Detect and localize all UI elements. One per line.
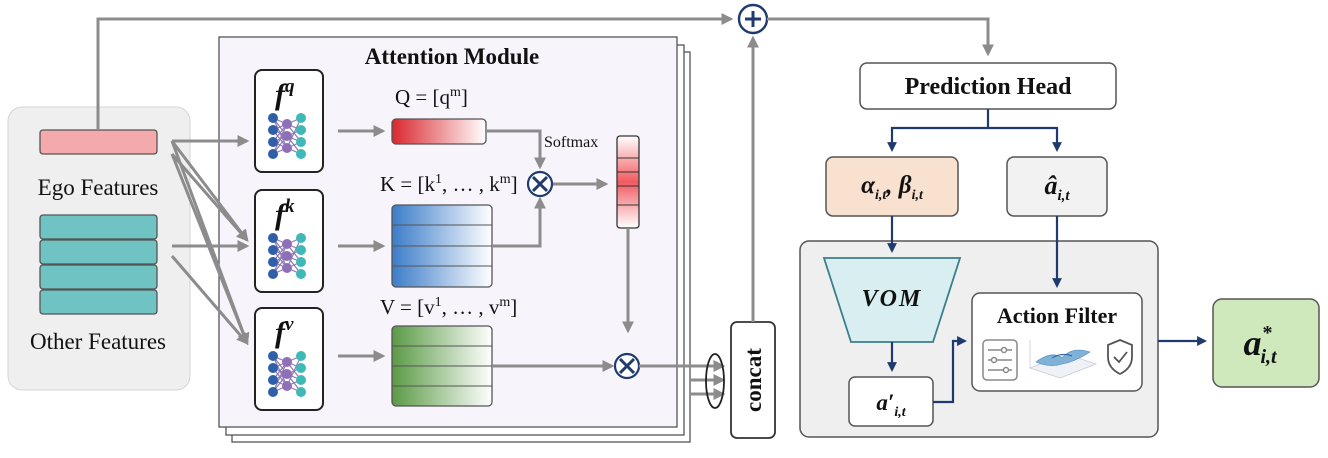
ego-features-label: Ego Features (38, 175, 159, 200)
fq-base: f (275, 78, 288, 111)
multiply-qk-icon (526, 170, 554, 198)
svg-text:âi,t: âi,t (1044, 171, 1070, 204)
head-branch-arrows (887, 109, 990, 152)
other-feature-bars (39, 214, 158, 315)
k-equation: K = [k1, … , km] (380, 172, 518, 196)
q-equation: Q = [qm] (395, 85, 468, 109)
v-equation: V = [v1, … , vm] (380, 295, 517, 319)
attention-module-title: Attention Module (365, 44, 539, 69)
svg-text:a*i,t: a*i,t (1243, 322, 1278, 368)
sliders-icon (982, 339, 1018, 381)
other-features-label: Other Features (30, 329, 166, 354)
fv-sup: v (285, 314, 294, 335)
action-filter-label: Action Filter (997, 303, 1118, 328)
network-fv: fv (254, 307, 324, 411)
softmax-vector (616, 135, 640, 229)
svg-text:fv: fv (275, 314, 294, 349)
a-prime-box: a′i,t (848, 376, 934, 427)
k-to-mult-arrow (492, 196, 546, 248)
multiply-v-icon (613, 352, 641, 380)
vom-block: VOM (822, 257, 962, 343)
q-to-mult-arrow (486, 129, 546, 170)
concat-block: concat (730, 321, 776, 439)
svg-text:a′i,t: a′i,t (876, 390, 906, 420)
svg-text:fk: fk (275, 196, 295, 231)
skip-connection-arrow (96, 13, 734, 130)
v-matrix (391, 325, 493, 407)
plus-to-head-arrow (767, 17, 994, 57)
heads-to-concat-arrows (639, 353, 726, 409)
fk-base: f (275, 198, 288, 231)
a-hat-box: âi,t (1006, 156, 1108, 217)
k-matrix (391, 204, 493, 288)
fk-sup: k (285, 196, 295, 217)
fv-base: f (275, 316, 288, 349)
network-fq: fq (254, 69, 324, 173)
q-vector (391, 118, 487, 145)
prediction-head: Prediction Head (859, 62, 1117, 110)
prediction-head-label: Prediction Head (905, 74, 1073, 100)
ego-feature-bar (39, 129, 158, 155)
vom-label: VOM (862, 286, 923, 312)
action-filter-block: Action Filter (971, 292, 1143, 392)
input-panel: Ego Features Other Features (7, 106, 191, 391)
fq-sup: q (285, 76, 295, 97)
softmax-label: Softmax (544, 134, 598, 151)
input-arrows (170, 135, 250, 346)
svg-text:αi,t, βi,t: αi,t, βi,t (861, 172, 924, 203)
add-icon (737, 3, 769, 35)
svg-text:fq: fq (275, 76, 295, 111)
alpha-beta-box: αi,t, βi,t (825, 156, 959, 217)
aprime-to-filter-arrow (933, 336, 967, 404)
concat-label: concat (741, 348, 766, 412)
network-fk: fk (254, 189, 324, 293)
shield-check-icon (1107, 339, 1133, 376)
surface-plot-icon (1028, 340, 1098, 379)
a-star-box: a*i,t (1212, 298, 1320, 388)
